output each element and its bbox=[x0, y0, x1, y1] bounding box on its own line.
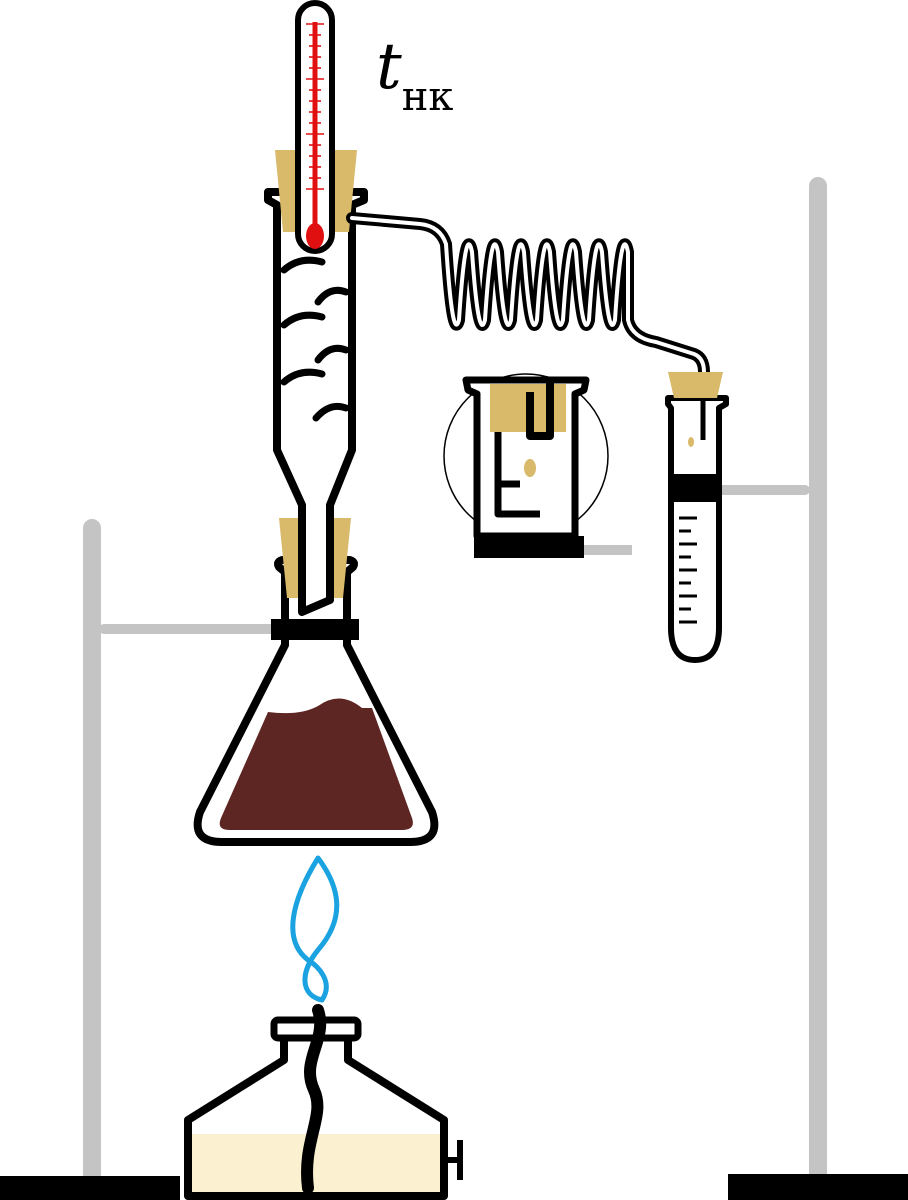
right-stand bbox=[717, 177, 908, 1200]
flask-liquid bbox=[219, 698, 413, 830]
left-stand-base bbox=[0, 1176, 180, 1200]
alcohol-burner-icon bbox=[184, 1004, 463, 1200]
coil-condenser-icon bbox=[346, 212, 710, 408]
left-stand bbox=[0, 519, 285, 1200]
receiver-scale bbox=[679, 516, 697, 624]
receiver-clamp bbox=[670, 474, 722, 502]
burner-wick bbox=[301, 1004, 327, 1194]
column-indentations bbox=[280, 256, 350, 422]
magnified-outlet-detail-icon bbox=[443, 373, 632, 558]
temperature-label: tнк bbox=[376, 30, 453, 120]
label-subscript: нк bbox=[402, 74, 454, 120]
burner-screw bbox=[444, 1140, 463, 1180]
detail-vessel-base bbox=[474, 536, 584, 558]
burner-body bbox=[184, 1036, 448, 1200]
flask-clamp bbox=[271, 619, 359, 640]
receiver-cork bbox=[668, 372, 723, 398]
right-stand-base bbox=[728, 1174, 908, 1200]
thermometer-bulb bbox=[306, 223, 324, 249]
thermometer-scale bbox=[306, 23, 324, 190]
thermometer-icon bbox=[295, 0, 335, 254]
burner-fuel bbox=[188, 1134, 444, 1196]
flame-icon bbox=[290, 855, 340, 1003]
label-main: t bbox=[376, 30, 402, 104]
receiver-drop bbox=[688, 437, 694, 447]
detail-inner-wall bbox=[494, 432, 540, 518]
column-glass bbox=[264, 188, 368, 616]
detail-drop bbox=[524, 459, 536, 477]
vapour-tube-inner bbox=[350, 216, 706, 404]
graduated-test-tube-icon bbox=[665, 372, 729, 663]
detail-inlet-tube bbox=[526, 382, 554, 440]
